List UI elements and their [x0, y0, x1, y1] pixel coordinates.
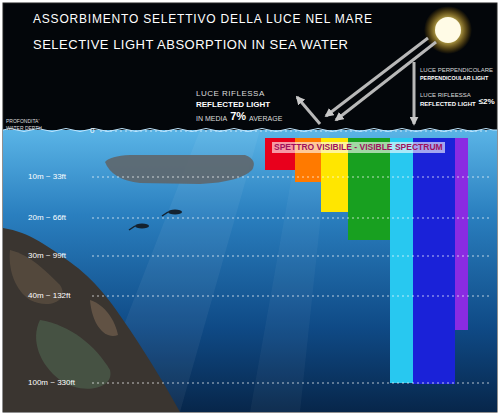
annotation: PERPENDICOULAR LIGHT — [420, 76, 488, 81]
title: ASSORBIMENTO SELETTIVO DELLA LUCE NEL MA… — [33, 13, 373, 25]
depth-line — [92, 218, 490, 219]
annotation: IN MEDIA — [196, 115, 227, 122]
depth-label: 0 — [90, 127, 94, 135]
water-surface — [3, 129, 497, 132]
diver-fin — [129, 226, 135, 230]
blue-bar — [413, 138, 455, 384]
annotation: REFLECTED LIGHT — [420, 101, 476, 107]
depth-line — [92, 383, 490, 384]
green-bar — [348, 138, 390, 240]
light-ray — [250, 130, 330, 412]
annotation: LUCE PERPENDICOLARE — [420, 67, 493, 73]
depth-label: 30m ~ 99ft — [28, 252, 66, 260]
percent-value: ≤2% — [479, 98, 495, 106]
depth-line — [92, 296, 490, 297]
diver — [168, 210, 182, 215]
depth-label: 100m ~ 330ft — [28, 379, 75, 387]
diver — [135, 224, 149, 229]
depth-label: 40m ~ 132ft — [28, 292, 70, 300]
sea — [3, 130, 497, 412]
cyan-bar — [390, 138, 413, 383]
annotation: LUCE RIFLESSA — [196, 90, 265, 98]
boat-hull — [105, 155, 254, 184]
annotation: REFLECTED LIGHT — [196, 101, 270, 109]
axis-title: PROFONDITA' — [6, 119, 39, 124]
violet-bar — [455, 138, 468, 330]
depth-line — [92, 256, 490, 257]
reflected-light-arrow — [297, 97, 320, 124]
depth-label: 20m ~ 66ft — [28, 214, 66, 222]
sun — [435, 17, 461, 43]
spectrum-label: SPETTRO VISIBILE - VISIBLE SPECTRUM — [272, 142, 445, 153]
reef-rock — [90, 300, 118, 336]
axis-title: WATER DEPTH — [6, 126, 42, 131]
annotation: AVERAGE — [249, 115, 282, 122]
subtitle: SELECTIVE LIGHT ABSORPTION IN SEA WATER — [33, 38, 348, 51]
annotation: LUCE RIFLEESSA — [420, 92, 471, 98]
percent-value: 7% — [230, 111, 246, 122]
depth-label: 10m ~ 33ft — [28, 173, 66, 181]
depth-line — [92, 177, 490, 178]
frame — [3, 3, 497, 412]
diver-fin — [162, 212, 168, 216]
perpendicular-light-arrow — [413, 62, 416, 124]
